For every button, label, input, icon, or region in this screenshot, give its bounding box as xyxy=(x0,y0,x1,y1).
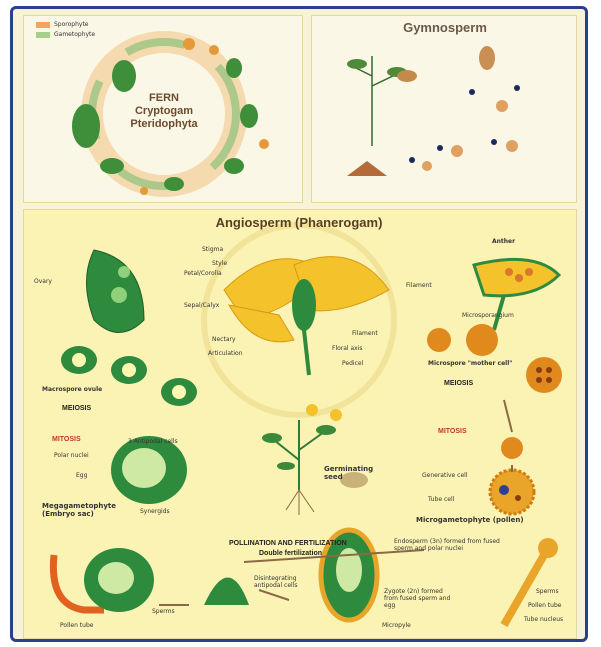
mitosis-right-label: MITOSIS xyxy=(438,428,467,435)
megagametophyte-label: Megagametophyte (Embryo sac) xyxy=(42,502,132,518)
floral-axis-label: Floral axis xyxy=(332,345,363,352)
sepal-label: Sepal/Calyx xyxy=(184,302,219,309)
sperms-right-label: Sperms xyxy=(536,588,559,595)
pedicel-label: Pedicel xyxy=(342,360,363,367)
pollen-tube-right-label: Pollen tube xyxy=(528,602,561,609)
legend-gametophyte: Gametophyte xyxy=(54,31,95,38)
tube-cell-label: Tube cell xyxy=(428,496,454,503)
microsporangium-label: Microsporangium xyxy=(462,312,514,319)
gymnosperm-panel: Gymnosperm xyxy=(311,15,577,203)
stigma-label: Stigma xyxy=(202,246,223,253)
polar-nuclei-label: Polar nuclei xyxy=(54,452,89,459)
disintegrating-label: Disintegrating antipodal cells xyxy=(254,575,324,589)
microspore-mother-label: Microspore "mother cell" xyxy=(428,360,512,367)
fern-title-line-3: Pteridophyta xyxy=(119,118,209,131)
micropyle-label: Micropyle xyxy=(382,622,411,629)
pollen-tube-left-label: Pollen tube xyxy=(60,622,93,629)
sperms-left-label: Sperms xyxy=(152,608,175,615)
poster-frame: Sporophyte Gametophyte FERN Cryptogam Pt… xyxy=(10,6,588,642)
filament-flower-label: Filament xyxy=(352,330,378,337)
zygote-label: Zygote (2n) formed from fused sperm and … xyxy=(384,588,454,609)
pollination-title: POLLINATION AND FERTILIZATION xyxy=(229,540,347,547)
ovary-label: Ovary xyxy=(34,278,52,285)
filament-anther-label: Filament xyxy=(406,282,432,289)
microgametophyte-label: Microgametophyte (pollen) xyxy=(416,516,524,524)
style-label: Style xyxy=(212,260,227,267)
generative-cell-label: Generative cell xyxy=(422,472,467,479)
meiosis-right-label: MEIOSIS xyxy=(444,380,473,387)
gymnosperm-illustration xyxy=(312,16,577,203)
gymnosperm-title: Gymnosperm xyxy=(312,20,577,35)
meiosis-left-label: MEIOSIS xyxy=(62,405,91,412)
anther-label: Anther xyxy=(492,238,515,245)
antipodal-cells-label: 3 Antipodal cells xyxy=(128,438,178,445)
egg-label: Egg xyxy=(76,472,87,479)
angiosperm-title: Angiosperm (Phanerogam) xyxy=(154,215,444,230)
petal-label: Petal/Corolla xyxy=(184,270,222,277)
mitosis-left-label: MITOSIS xyxy=(52,436,81,443)
fern-panel: Sporophyte Gametophyte FERN Cryptogam Pt… xyxy=(23,15,303,203)
articulation-label: Articulation xyxy=(208,350,243,357)
tube-nucleus-label: Tube nucleus xyxy=(524,616,563,623)
fern-title: FERN Cryptogam Pteridophyta xyxy=(119,92,209,131)
nectary-label: Nectary xyxy=(212,336,236,343)
legend-sporophyte: Sporophyte xyxy=(54,21,89,28)
germinating-seed-label: Germinating seed xyxy=(324,465,384,481)
synergids-label: Synergids xyxy=(140,508,170,515)
angiosperm-panel: Angiosperm (Phanerogam) Ovary Stigma Sty… xyxy=(23,209,577,639)
fern-title-line-1: FERN xyxy=(119,92,209,105)
endosperm-label: Endosperm (3n) formed from fused sperm a… xyxy=(394,538,504,552)
macrospore-ovule-label: Macrospore ovule xyxy=(42,386,102,393)
fern-title-line-2: Cryptogam xyxy=(119,105,209,118)
double-fertilization-label: Double fertilization xyxy=(259,550,322,557)
